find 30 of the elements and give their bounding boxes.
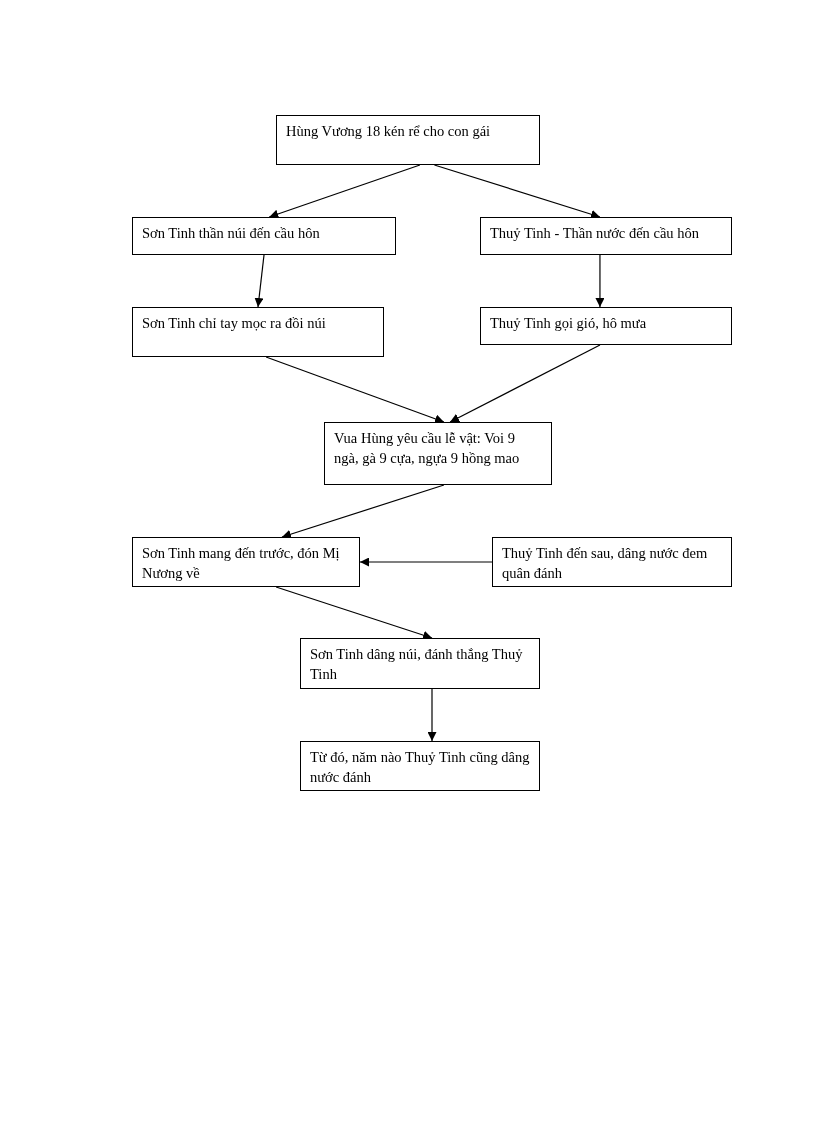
arrow	[427, 688, 437, 742]
process-box	[132, 537, 360, 587]
arrow	[275, 586, 433, 640]
box-text: Thuỷ Tinh - Thần nước đến cầu hôn	[490, 224, 700, 243]
arrow	[268, 164, 421, 219]
box-text: Sơn Tinh chỉ tay mọc ra đồi núi	[142, 314, 327, 333]
process-box	[300, 741, 540, 791]
box-text: Sơn Tinh dâng núi, đánh thắng Thuỷ Tinh	[310, 645, 524, 684]
process-box	[480, 217, 732, 255]
box-text: Sơn Tinh thần núi đến cầu hôn	[142, 224, 321, 243]
process-box	[132, 217, 396, 255]
box-text: Sơn Tinh mang đến trước, đón Mị Nương về	[142, 544, 341, 583]
process-box	[492, 537, 732, 587]
arrow	[281, 484, 445, 539]
box-text: Thuỷ Tinh gọi gió, hô mưa	[490, 314, 648, 333]
process-box	[300, 638, 540, 689]
process-box	[324, 422, 552, 485]
process-box	[132, 307, 384, 357]
box-text: Thuỷ Tinh đến sau, dâng nước đem quân đánh	[502, 544, 709, 583]
box-text: Hùng Vương 18 kén rể cho con gái	[286, 122, 492, 141]
process-box	[276, 115, 540, 165]
arrow	[449, 344, 601, 423]
arrow	[433, 164, 601, 219]
arrow	[359, 557, 493, 567]
box-text: Từ đó, năm nào Thuỷ Tinh cũng dâng nước đánh	[310, 748, 530, 787]
process-box	[480, 307, 732, 345]
arrow	[595, 254, 605, 308]
arrow	[254, 254, 265, 308]
box-text: Vua Hùng yêu cầu lễ vật: Voi 9 ngà, gà 9 cựa, ngựa 9 hồng mao	[334, 429, 521, 468]
arrow	[265, 356, 445, 424]
